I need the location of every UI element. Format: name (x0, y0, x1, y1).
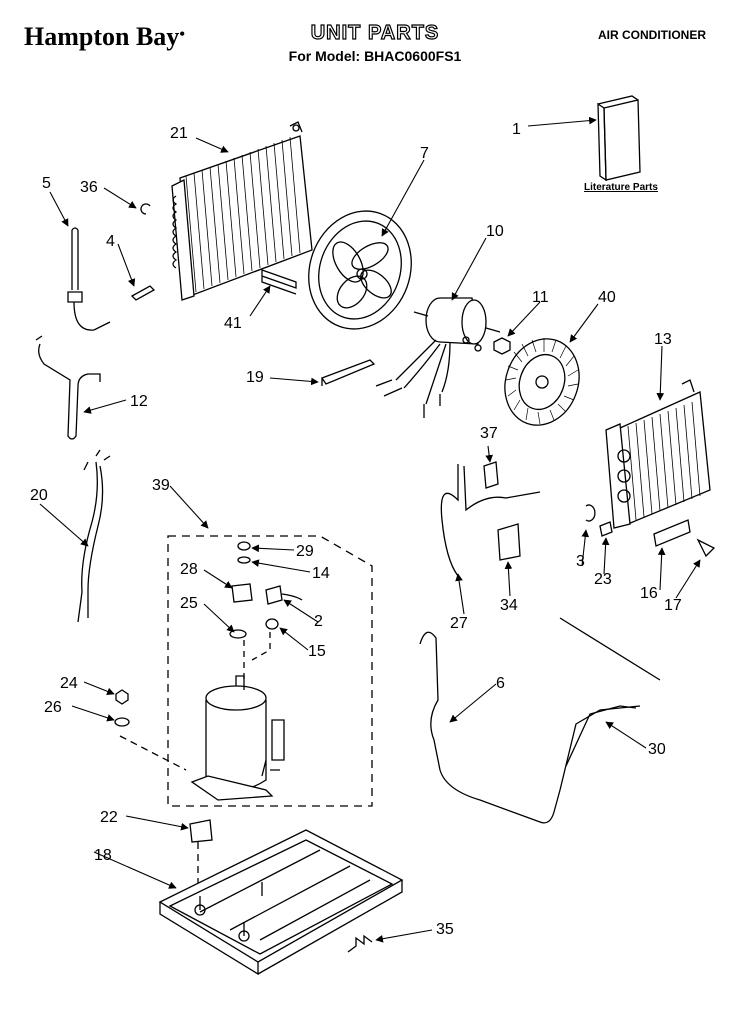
part-spacer[interactable] (599, 521, 613, 537)
callout-20: 20 (30, 487, 48, 504)
part-drain-tube[interactable] (35, 335, 101, 440)
part-thermistor[interactable] (67, 227, 111, 331)
literature-parts-label: Literature Parts (584, 182, 658, 193)
callout-29: 29 (296, 543, 314, 560)
part-clip[interactable] (140, 203, 151, 215)
callout-39: 39 (152, 477, 170, 494)
callout-17: 17 (664, 597, 682, 614)
part-grommet-top[interactable] (237, 541, 251, 551)
part-suction-tube[interactable] (419, 631, 641, 824)
part-fan-shroud[interactable] (292, 197, 427, 344)
part-overload[interactable] (483, 461, 499, 489)
part-terminal-cover[interactable] (231, 583, 253, 603)
callout-7: 7 (420, 145, 429, 162)
callout-numbers: 1 2 3 4 5 6 7 10 11 12 13 14 15 16 17 18… (30, 121, 682, 938)
part-literature[interactable] (597, 95, 641, 182)
callout-1: 1 (512, 121, 521, 138)
callout-16: 16 (640, 585, 658, 602)
part-sensor-holder[interactable] (130, 285, 156, 301)
callout-6: 6 (496, 675, 505, 692)
callout-11: 11 (532, 289, 549, 306)
part-compressor[interactable] (190, 675, 285, 801)
part-evaporator-coil[interactable] (605, 379, 711, 529)
callout-25: 25 (180, 595, 198, 612)
part-mount-washer[interactable] (229, 629, 247, 639)
callout-36: 36 (80, 179, 98, 196)
callout-14: 14 (312, 565, 330, 582)
part-deflector[interactable] (696, 538, 716, 558)
callout-21: 21 (170, 125, 188, 142)
part-nut-2[interactable] (115, 689, 129, 705)
callout-40: 40 (598, 289, 616, 306)
callout-41: 41 (224, 315, 242, 332)
part-nut[interactable] (493, 337, 511, 355)
callout-37: 37 (480, 425, 498, 442)
callout-12: 12 (130, 393, 148, 410)
callout-35: 35 (436, 921, 454, 938)
callout-24: 24 (60, 675, 78, 692)
callout-10: 10 (486, 223, 504, 240)
part-washer[interactable] (114, 717, 130, 727)
part-cover[interactable] (653, 519, 691, 547)
callout-5: 5 (42, 175, 51, 192)
part-wire-harness[interactable] (77, 449, 111, 623)
part-mounting-strip[interactable] (321, 359, 376, 386)
callout-3: 3 (576, 553, 585, 570)
callout-22: 22 (100, 809, 118, 826)
part-gasket[interactable] (497, 523, 521, 561)
part-fan-motor[interactable] (375, 297, 501, 418)
part-isolator[interactable] (189, 819, 213, 843)
part-overload-protector[interactable] (265, 585, 303, 605)
callout-23: 23 (594, 571, 612, 588)
part-clip-2[interactable] (585, 504, 596, 522)
model-number: For Model: BHAC0600FS1 (288, 48, 462, 64)
part-bracket[interactable] (261, 269, 297, 295)
callout-15: 15 (308, 643, 326, 660)
brand-logo: Hampton Bay• (24, 22, 185, 51)
part-screw[interactable] (347, 934, 373, 953)
callout-34: 34 (500, 597, 518, 614)
compressor-assembly-boundary (167, 535, 373, 807)
part-base-pan[interactable] (158, 829, 404, 976)
product-category: AIR CONDITIONER (598, 28, 706, 42)
part-discharge-tube[interactable] (559, 617, 661, 767)
part-capillary-tube[interactable] (440, 464, 541, 577)
part-washer-top[interactable] (237, 556, 251, 564)
page-title: UNIT PARTS (310, 21, 440, 44)
callout-2: 2 (314, 613, 323, 630)
callout-30: 30 (648, 741, 666, 758)
callout-28: 28 (180, 561, 198, 578)
callout-27: 27 (450, 615, 468, 632)
callout-26: 26 (44, 699, 62, 716)
callout-13: 13 (654, 331, 672, 348)
callout-4: 4 (106, 233, 115, 250)
part-condenser-coil[interactable] (171, 121, 313, 301)
callout-18: 18 (94, 847, 112, 864)
part-blower-wheel[interactable] (493, 328, 591, 435)
callout-19: 19 (246, 369, 264, 386)
part-grommet[interactable] (265, 618, 279, 630)
